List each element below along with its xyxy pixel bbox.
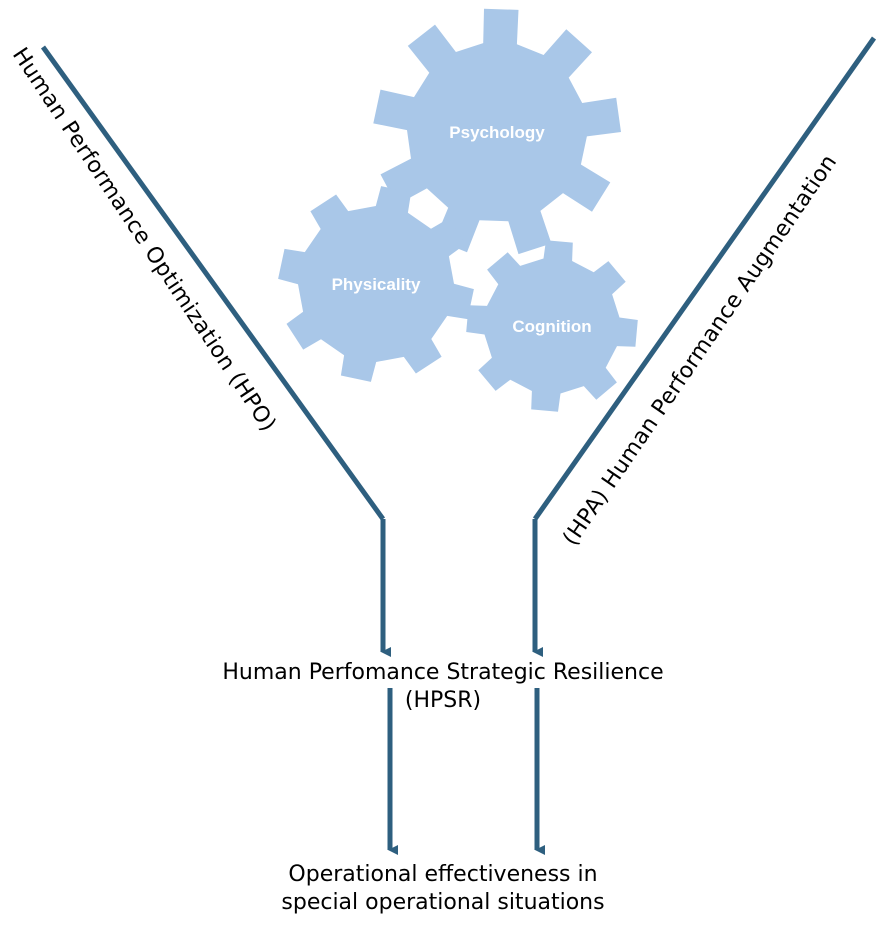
- hpsr-title: Human Perfomance Strategic Resilience (H…: [0, 659, 886, 715]
- gear-physicality: Physicality: [278, 186, 474, 382]
- hpo-label: Human Performance Optimization (HPO): [7, 43, 281, 436]
- hpsr-title-line1: Human Perfomance Strategic Resilience: [222, 660, 664, 685]
- outcome-line2: special operational situations: [281, 890, 605, 915]
- outcome-text: Operational effectiveness in special ope…: [0, 861, 886, 917]
- gear-physicality-label: Physicality: [332, 275, 421, 294]
- gear-cognition: Cognition: [466, 240, 638, 412]
- hpo-diagonal-line: [40, 45, 386, 521]
- outcome-line1: Operational effectiveness in: [288, 862, 598, 887]
- gear-psychology-label: Psychology: [449, 123, 545, 142]
- gear-cognition-label: Cognition: [512, 317, 591, 336]
- gear-physicality-shape: [278, 186, 474, 382]
- gear-psychology-shape: [373, 8, 621, 255]
- gear-cognition-shape: [466, 240, 638, 412]
- hpa-diagonal-line: [532, 36, 877, 521]
- gear-psychology: Psychology: [373, 8, 621, 255]
- hpsr-title-line2: (HPSR): [404, 688, 482, 713]
